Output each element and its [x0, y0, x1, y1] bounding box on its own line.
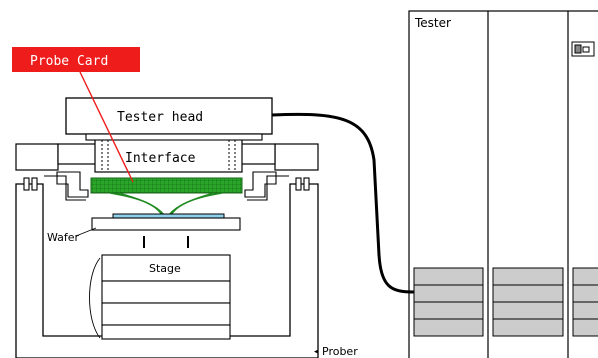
stage-bracket: [89, 257, 101, 339]
wafer: [112, 213, 225, 219]
tester-label: Tester: [414, 16, 451, 30]
probe-card-leader: [79, 71, 134, 183]
tester-cable: [271, 112, 415, 294]
card-holder: [56, 171, 89, 198]
probe-card-callout: [12, 47, 140, 72]
interface-block: [94, 138, 243, 173]
support-posts: [23, 177, 310, 191]
connector-icon: [571, 41, 595, 57]
stage-label: Stage: [149, 262, 181, 275]
prober-arrow: ◂: [314, 347, 319, 357]
wafer-leader: [75, 227, 97, 237]
tester-head-label: Tester head: [117, 110, 203, 125]
probe-card-callout-label: Probe Card: [30, 54, 108, 69]
tester-head-base: [85, 133, 263, 141]
wafer-chuck: [91, 217, 241, 231]
tester-head: [65, 97, 273, 135]
tester-slots-right: [572, 267, 598, 337]
card-holder-outer: [44, 175, 289, 201]
interface-dotted-lines: [101, 140, 236, 172]
prober-frame: [15, 183, 319, 358]
probe-card: [90, 177, 243, 194]
card-holder-right: [244, 171, 277, 198]
tester-slots-middle: [492, 267, 564, 337]
interface-label: Interface: [125, 151, 196, 166]
probe-needles: [109, 192, 223, 216]
stage-block: [101, 254, 231, 340]
prober-label: Prober: [322, 345, 358, 358]
stage-supports: [143, 236, 189, 248]
tester-slots-left: [413, 267, 484, 337]
wafer-label: Wafer: [47, 231, 80, 244]
